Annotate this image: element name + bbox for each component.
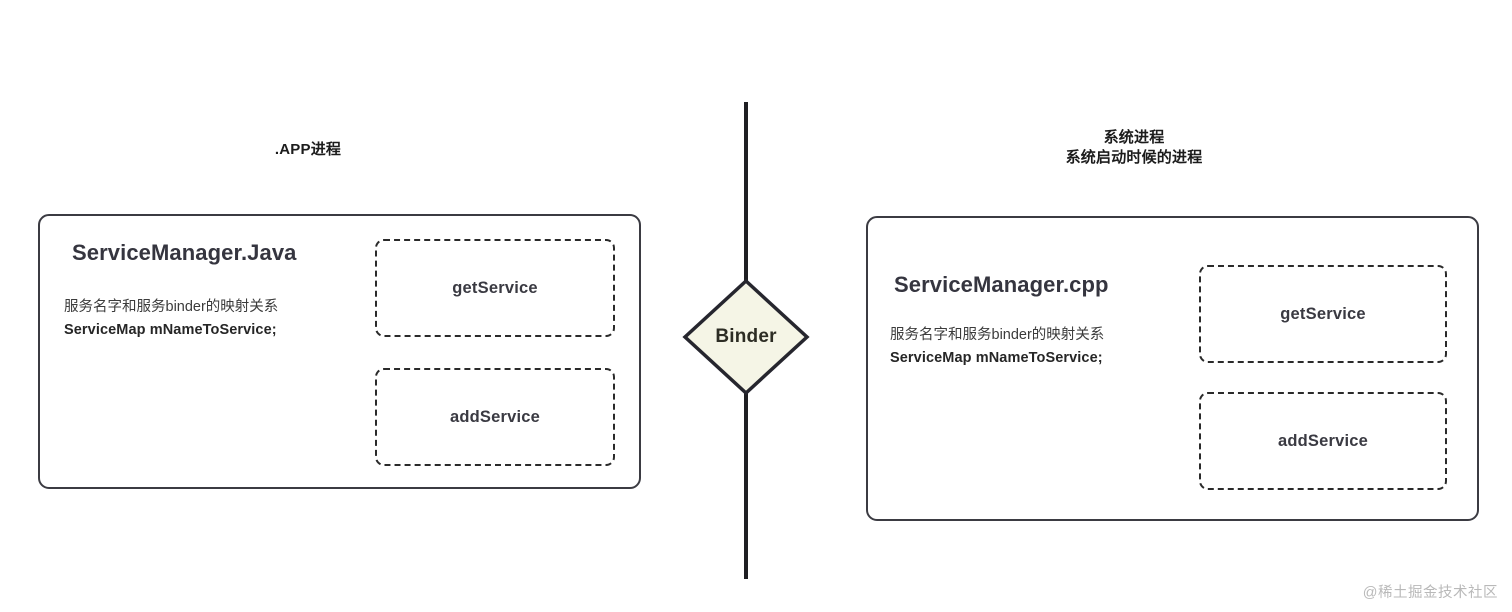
app-method-getservice[interactable]: getService [375, 239, 615, 337]
app-process-description: 服务名字和服务binder的映射关系 ServiceMap mNameToSer… [64, 296, 278, 342]
app-method-addservice[interactable]: addService [375, 368, 615, 466]
system-process-title: 系统进程 系统启动时候的进程 [1065, 129, 1203, 166]
system-method-addservice[interactable]: addService [1199, 392, 1447, 490]
servicemanager-cpp-heading: ServiceManager.cpp [894, 272, 1109, 297]
app-process-title: .APP进程 [274, 141, 342, 158]
system-method-getservice[interactable]: getService [1199, 265, 1447, 363]
servicemanager-java-heading: ServiceManager.Java [72, 240, 297, 265]
system-process-description: 服务名字和服务binder的映射关系 ServiceMap mNameToSer… [890, 324, 1104, 370]
app-desc-line-2: ServiceMap mNameToService; [64, 322, 277, 338]
site-watermark: @稀土掘金技术社区 [1362, 585, 1498, 601]
app-desc-line-1: 服务名字和服务binder的映射关系 [64, 299, 279, 315]
binder-ipc-node[interactable]: Binder [681, 277, 811, 397]
sys-desc-line-1: 服务名字和服务binder的映射关系 [890, 327, 1105, 343]
binder-diamond-icon [682, 278, 810, 396]
sys-desc-line-2: ServiceMap mNameToService; [890, 350, 1103, 366]
